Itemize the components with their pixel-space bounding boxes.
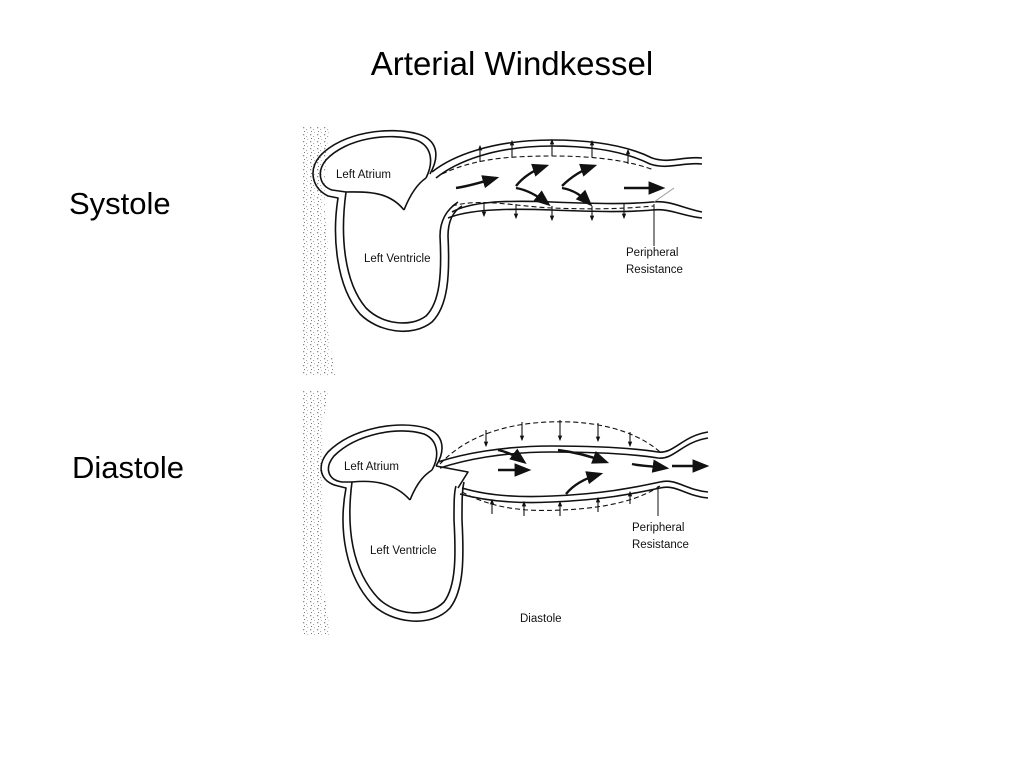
peripheral-label: Peripheral xyxy=(626,247,678,259)
flow-arrows xyxy=(455,163,666,207)
diastole-diagram: Left Atrium Left Ventricle Peripheral Re… xyxy=(302,390,712,636)
diastole-caption: Diastole xyxy=(520,613,562,625)
systole-diagram: Left Atrium Left Ventricle Peripheral Re… xyxy=(302,126,706,376)
flow-arrows xyxy=(497,448,710,495)
artery-wall xyxy=(431,139,703,219)
peripheral-label: Peripheral xyxy=(632,522,684,534)
recoil-arrows-top xyxy=(483,420,633,448)
systole-illustration: Left Atrium Left Ventricle Peripheral Re… xyxy=(302,126,703,376)
diastole-label: Diastole xyxy=(72,450,184,485)
heart-outline xyxy=(320,424,469,622)
left-ventricle-label: Left Ventricle xyxy=(364,253,430,265)
slide-title: Arterial Windkessel xyxy=(370,45,654,82)
left-atrium-label: Left Atrium xyxy=(344,461,399,473)
expansion-arrows-bottom xyxy=(481,202,627,222)
diastole-illustration: Left Atrium Left Ventricle Peripheral Re… xyxy=(302,390,710,636)
expansion-arrows-top xyxy=(477,138,631,164)
systole-label: Systole xyxy=(69,186,171,221)
recoil-arrows-bottom xyxy=(489,490,633,516)
resistance-marker xyxy=(653,187,675,246)
resistance-label: Resistance xyxy=(626,264,683,276)
heart-outline xyxy=(312,129,463,333)
distended-wall-dashed xyxy=(439,421,661,512)
left-atrium-label: Left Atrium xyxy=(336,169,391,181)
distended-wall-dashed xyxy=(441,155,655,210)
resistance-label: Resistance xyxy=(632,539,689,551)
shading-texture xyxy=(302,126,336,376)
left-ventricle-label: Left Ventricle xyxy=(370,545,436,557)
shading-texture xyxy=(302,390,332,636)
artery-wall xyxy=(437,431,709,504)
